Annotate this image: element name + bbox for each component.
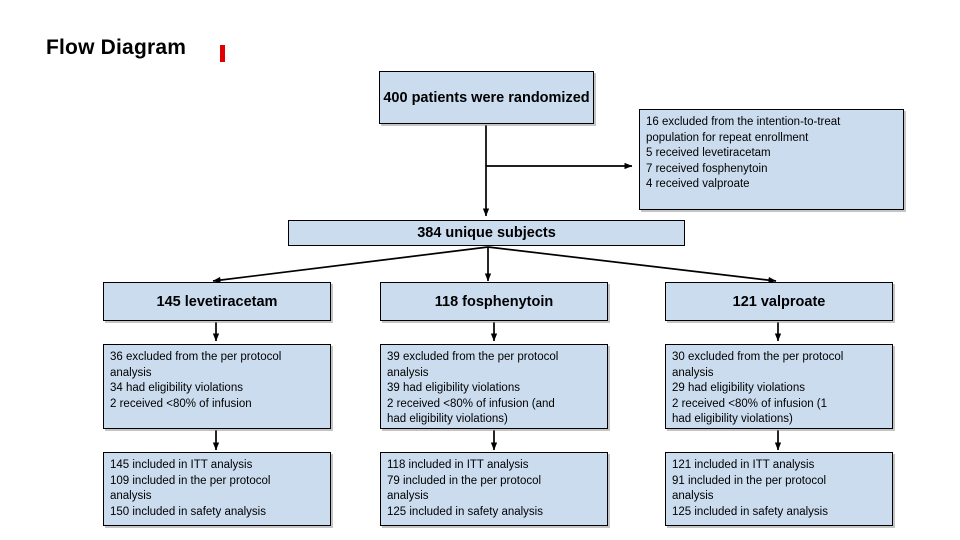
node-arm-valproate: 121 valproate xyxy=(665,282,893,321)
node-arm-fosphenytoin: 118 fosphenytoin xyxy=(380,282,608,321)
node-results-fosphenytoin: 118 included in ITT analysis 79 included… xyxy=(380,452,608,526)
node-results-levetiracetam: 145 included in ITT analysis 109 include… xyxy=(103,452,331,526)
node-randomized: 400 patients were randomized xyxy=(379,71,594,124)
node-excluded-fosphenytoin: 39 excluded from the per protocol analys… xyxy=(380,344,608,429)
node-results-valproate: 121 included in ITT analysis 91 included… xyxy=(665,452,893,526)
node-excluded-levetiracetam: 36 excluded from the per protocol analys… xyxy=(103,344,331,429)
page-title: Flow Diagram xyxy=(46,36,187,59)
node-excluded-valproate: 30 excluded from the per protocol analys… xyxy=(665,344,893,429)
edge-unique-to-valproate xyxy=(487,246,777,284)
node-arm-levetiracetam: 145 levetiracetam xyxy=(103,282,331,321)
node-excluded-from-itt: 16 excluded from the intention-to-treat … xyxy=(639,109,904,210)
red-marker-icon xyxy=(220,45,225,62)
node-unique-subjects: 384 unique subjects xyxy=(288,220,685,246)
edge-unique-to-levetiracetam xyxy=(212,246,489,284)
